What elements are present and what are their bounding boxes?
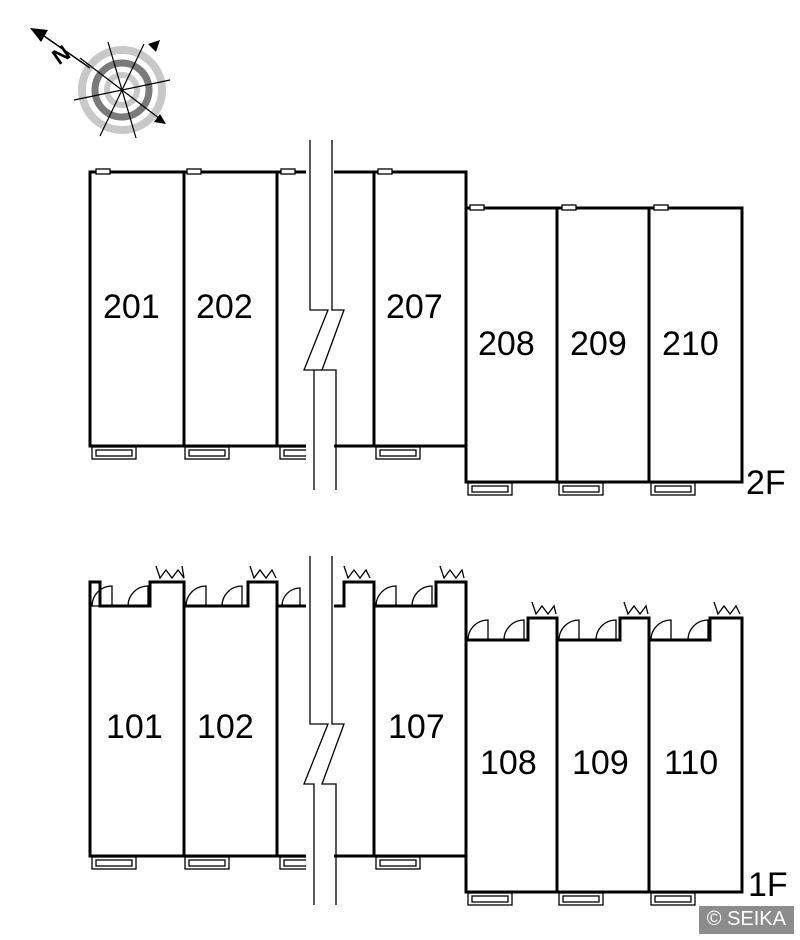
unit-label-202: 202 [196, 288, 253, 326]
compass-rose-icon: N [30, 28, 171, 139]
unit-label-110: 110 [664, 744, 718, 782]
unit-label-209: 209 [570, 325, 627, 363]
unit-label-102: 102 [197, 708, 254, 746]
unit-label-208: 208 [478, 325, 535, 363]
unit-label-109: 109 [572, 744, 629, 782]
north-label: N [47, 40, 74, 70]
floor-1f [88, 556, 744, 906]
floor-label-1f: 1F [748, 866, 788, 904]
unit-label-210: 210 [662, 325, 719, 363]
floor-label-2f: 2F [746, 464, 786, 502]
unit-label-108: 108 [480, 744, 537, 782]
unit-label-201: 201 [103, 288, 160, 326]
unit-label-101: 101 [106, 708, 163, 746]
copyright-badge: © SEIKA [698, 906, 794, 934]
floor-2f [88, 140, 744, 496]
unit-label-207: 207 [386, 288, 443, 326]
unit-label-107: 107 [388, 708, 445, 746]
